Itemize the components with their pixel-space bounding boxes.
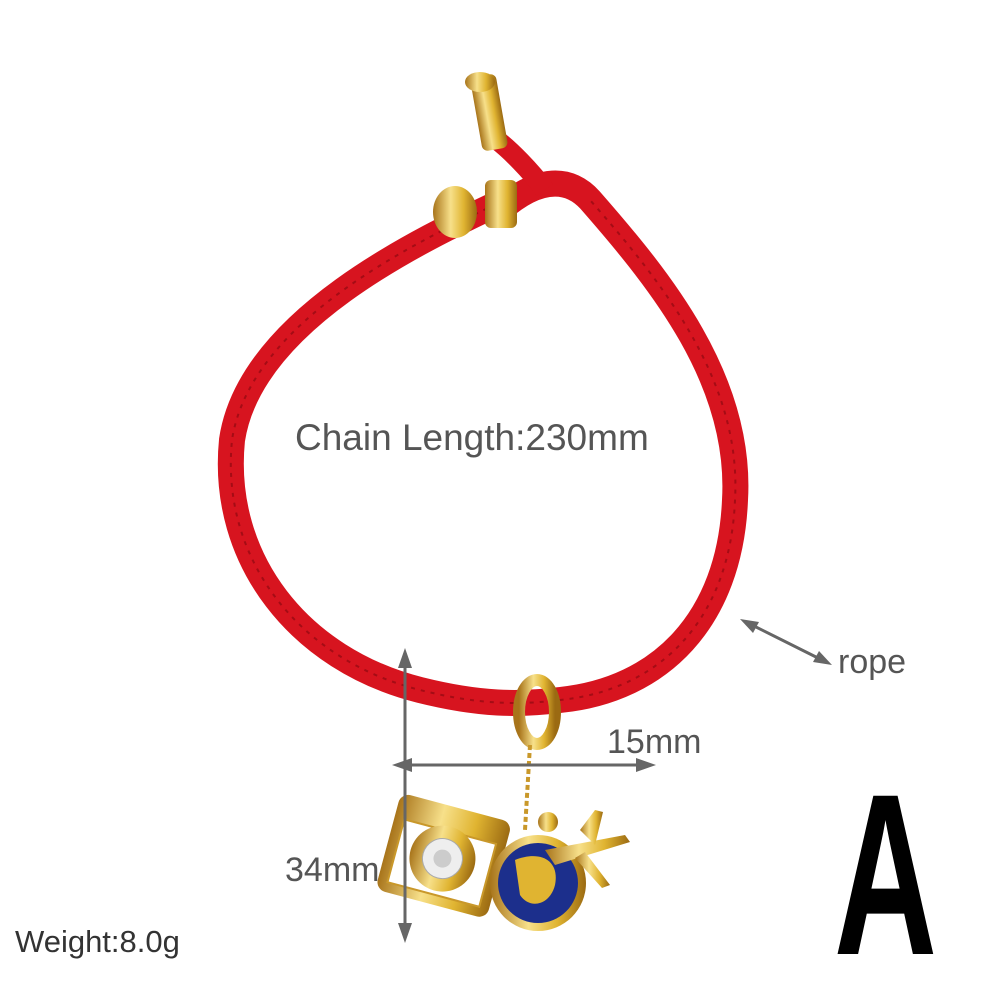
chain-length-label: Chain Length:230mm: [295, 417, 649, 458]
variant-letter: A: [834, 746, 937, 1000]
rope-label: rope: [838, 643, 907, 681]
gold-ring-bail: [513, 674, 561, 750]
gold-end-cap: [465, 72, 508, 151]
width-label: 15mm: [607, 723, 702, 761]
measurement-arrows: [392, 619, 832, 943]
camera-charm: [377, 794, 510, 917]
gold-slider-bead: [433, 180, 517, 238]
airplane-charm: [538, 810, 630, 888]
weight-label: Weight:8.0g: [15, 924, 180, 959]
height-label: 34mm: [285, 851, 380, 889]
